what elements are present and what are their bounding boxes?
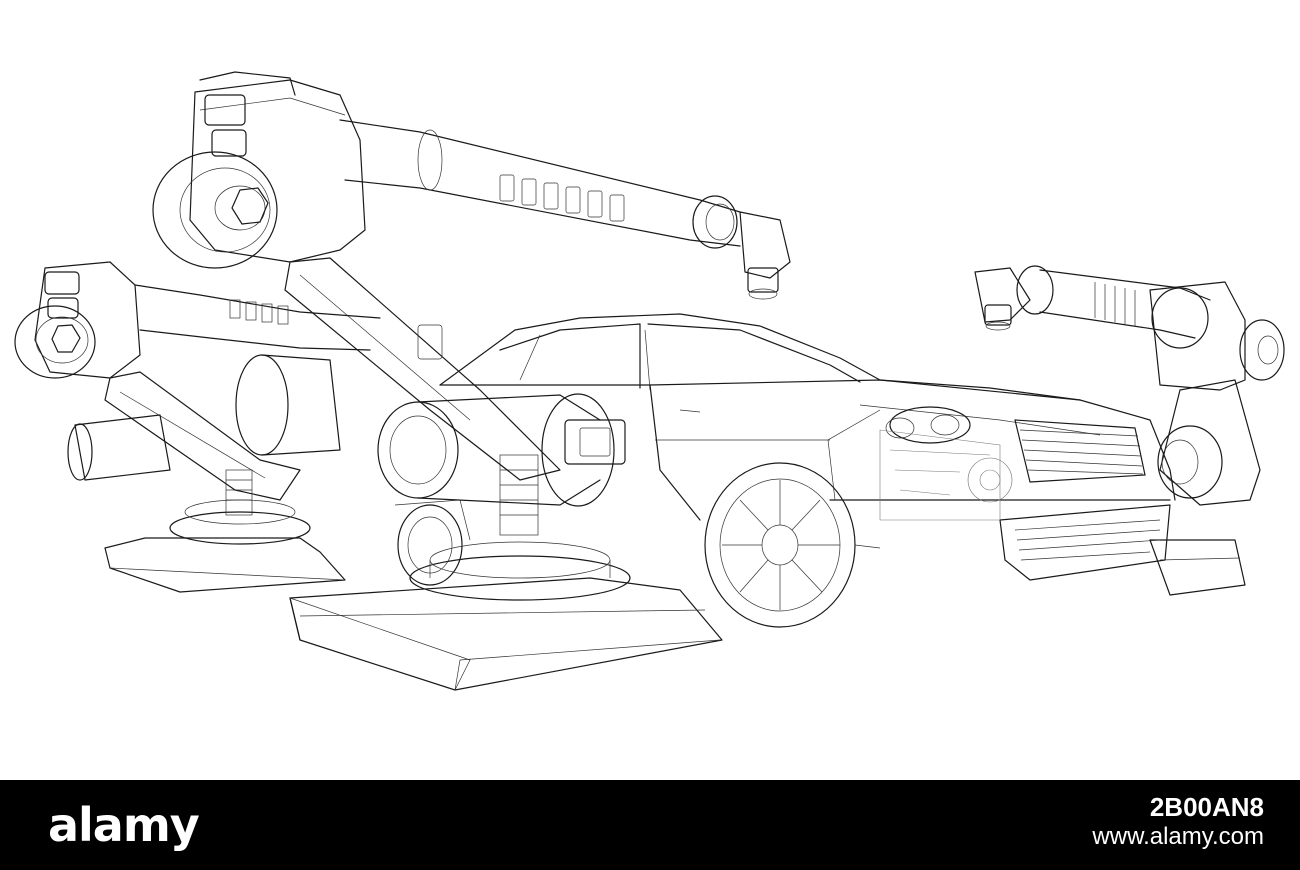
- alamy-logo: alamy: [48, 798, 200, 852]
- right-robot-base: [1149, 539, 1246, 596]
- back-robot-base: [104, 469, 346, 593]
- site-url: www.alamy.com: [1092, 823, 1264, 850]
- front-robot-base: [289, 454, 723, 691]
- image-id: 2B00AN8: [1149, 792, 1264, 822]
- center-robot-wrist: [235, 354, 626, 507]
- upper-robot-arm: [152, 71, 791, 481]
- image-meta: 2B00AN8 www.alamy.com: [1092, 792, 1264, 852]
- left-robot-arm: [14, 261, 381, 501]
- right-robot-arm: [974, 265, 1285, 506]
- car-wireframe: [394, 313, 1176, 628]
- wireframe-illustration: [14, 71, 1285, 691]
- illustration-area: [14, 71, 1285, 691]
- watermark-footer: alamy 2B00AN8 www.alamy.com: [0, 780, 1300, 870]
